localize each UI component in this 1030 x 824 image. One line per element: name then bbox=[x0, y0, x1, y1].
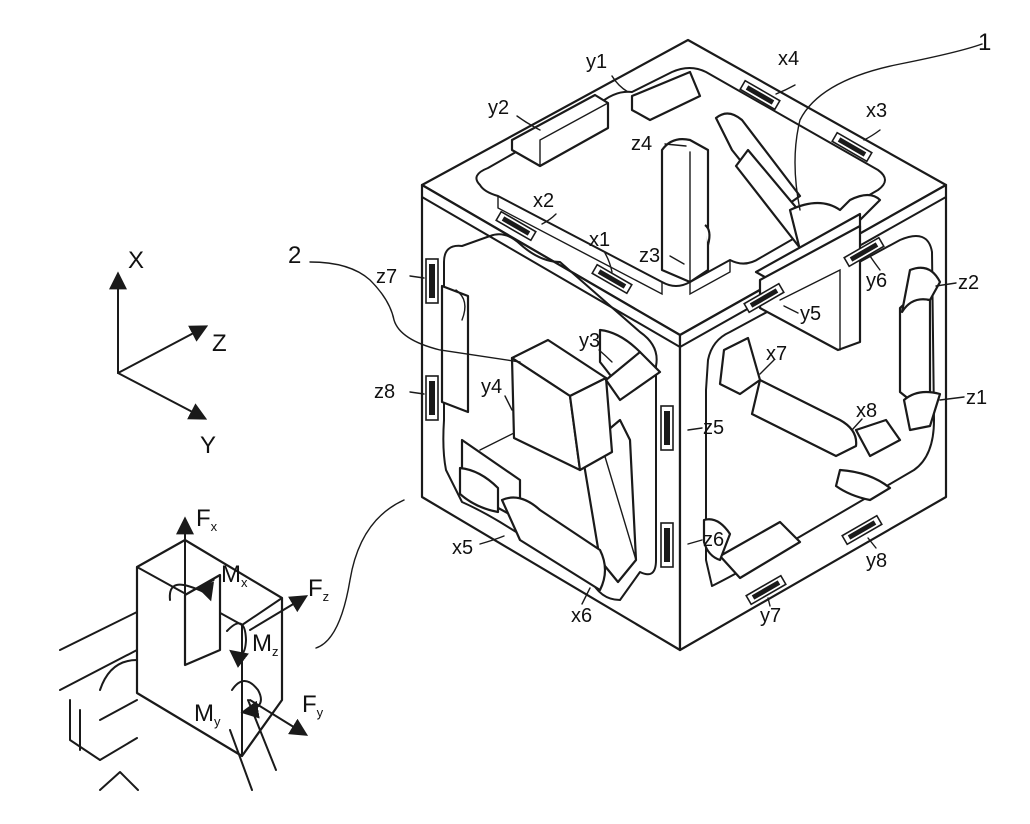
gauge-z6 bbox=[660, 522, 674, 568]
gauge-x2 bbox=[495, 210, 537, 242]
label-z2: z2 bbox=[958, 272, 979, 294]
label-z3: z3 bbox=[639, 245, 660, 267]
strain-gauges bbox=[425, 79, 885, 606]
label-x4: x4 bbox=[778, 48, 799, 70]
label-fx: Fx bbox=[196, 505, 218, 534]
left-opening bbox=[442, 233, 658, 601]
gauge-z7 bbox=[425, 258, 439, 304]
gauge-y7 bbox=[745, 574, 787, 606]
right-opening bbox=[705, 235, 935, 587]
label-x2: x2 bbox=[533, 190, 554, 212]
cube-body bbox=[420, 38, 948, 652]
axes-triad bbox=[109, 271, 209, 420]
label-fy: Fy bbox=[302, 691, 324, 720]
label-y5: y5 bbox=[800, 303, 821, 325]
label-x1: x1 bbox=[589, 229, 610, 251]
label-z4: z4 bbox=[631, 133, 652, 155]
label-z5: z5 bbox=[703, 417, 724, 439]
label-x5: x5 bbox=[452, 537, 473, 559]
gauge-y6 bbox=[843, 236, 885, 268]
load-detail bbox=[59, 516, 309, 791]
axis-z-label: Z bbox=[212, 330, 227, 357]
label-z8: z8 bbox=[374, 381, 395, 403]
label-z1: z1 bbox=[966, 387, 987, 409]
central-load-block bbox=[510, 338, 662, 472]
label-x3: x3 bbox=[866, 100, 887, 122]
gauge-z8 bbox=[425, 375, 439, 421]
label-y8: y8 bbox=[866, 550, 887, 572]
top-beams bbox=[510, 70, 882, 284]
label-y6: y6 bbox=[866, 270, 887, 292]
leader-lines bbox=[309, 43, 983, 649]
label-x7: x7 bbox=[766, 343, 787, 365]
label-y1: y1 bbox=[586, 51, 607, 73]
callout-1-label: 1 bbox=[978, 29, 991, 56]
label-y3: y3 bbox=[579, 330, 600, 352]
label-y2: y2 bbox=[488, 97, 509, 119]
gauge-x1 bbox=[591, 263, 633, 295]
label-y7: y7 bbox=[760, 605, 781, 627]
label-z6: z6 bbox=[703, 529, 724, 551]
label-my: My bbox=[194, 700, 221, 729]
callout-2-label: 2 bbox=[288, 242, 301, 269]
gauge-y5 bbox=[743, 282, 785, 314]
axis-y-label: Y bbox=[200, 432, 216, 459]
label-y4: y4 bbox=[481, 376, 502, 398]
label-mz: Mz bbox=[252, 630, 279, 659]
label-mx: Mx bbox=[221, 561, 248, 590]
gauge-x3 bbox=[831, 131, 873, 163]
gauge-z5 bbox=[660, 405, 674, 451]
label-z7: z7 bbox=[376, 266, 397, 288]
label-x8: x8 bbox=[856, 400, 877, 422]
gauge-x4 bbox=[739, 79, 781, 111]
axis-x-label: X bbox=[128, 247, 144, 274]
labels: 1 2 X Z Y y1 y2 z4 x4 x3 x2 x1 z3 y6 z2 … bbox=[128, 29, 991, 729]
label-x6: x6 bbox=[571, 605, 592, 627]
gauge-y8 bbox=[841, 514, 883, 546]
label-fz: Fz bbox=[308, 575, 329, 604]
